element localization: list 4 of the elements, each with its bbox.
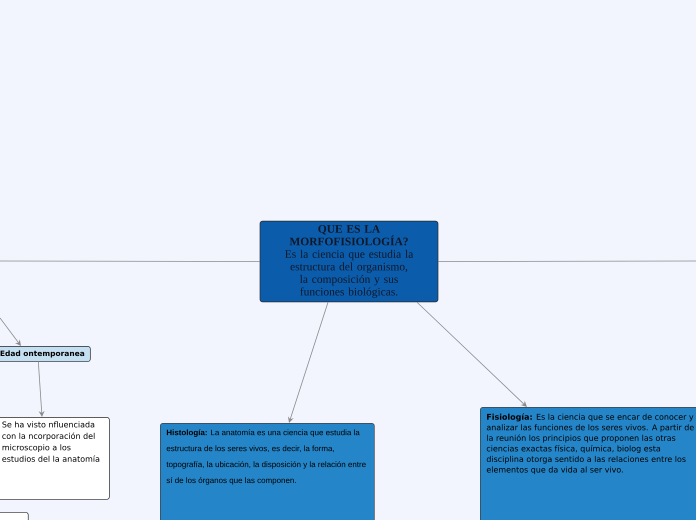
central-topic-box: QUE ES LA MORFOFISIOLOGÍA? Es la ciencia que estudia la estructura del organismo, la composición y sus funciones biológicas.	[260, 220, 438, 302]
connector-arrow	[416, 302, 527, 407]
connector-arrow	[0, 318, 21, 346]
empty-box	[0, 512, 29, 520]
